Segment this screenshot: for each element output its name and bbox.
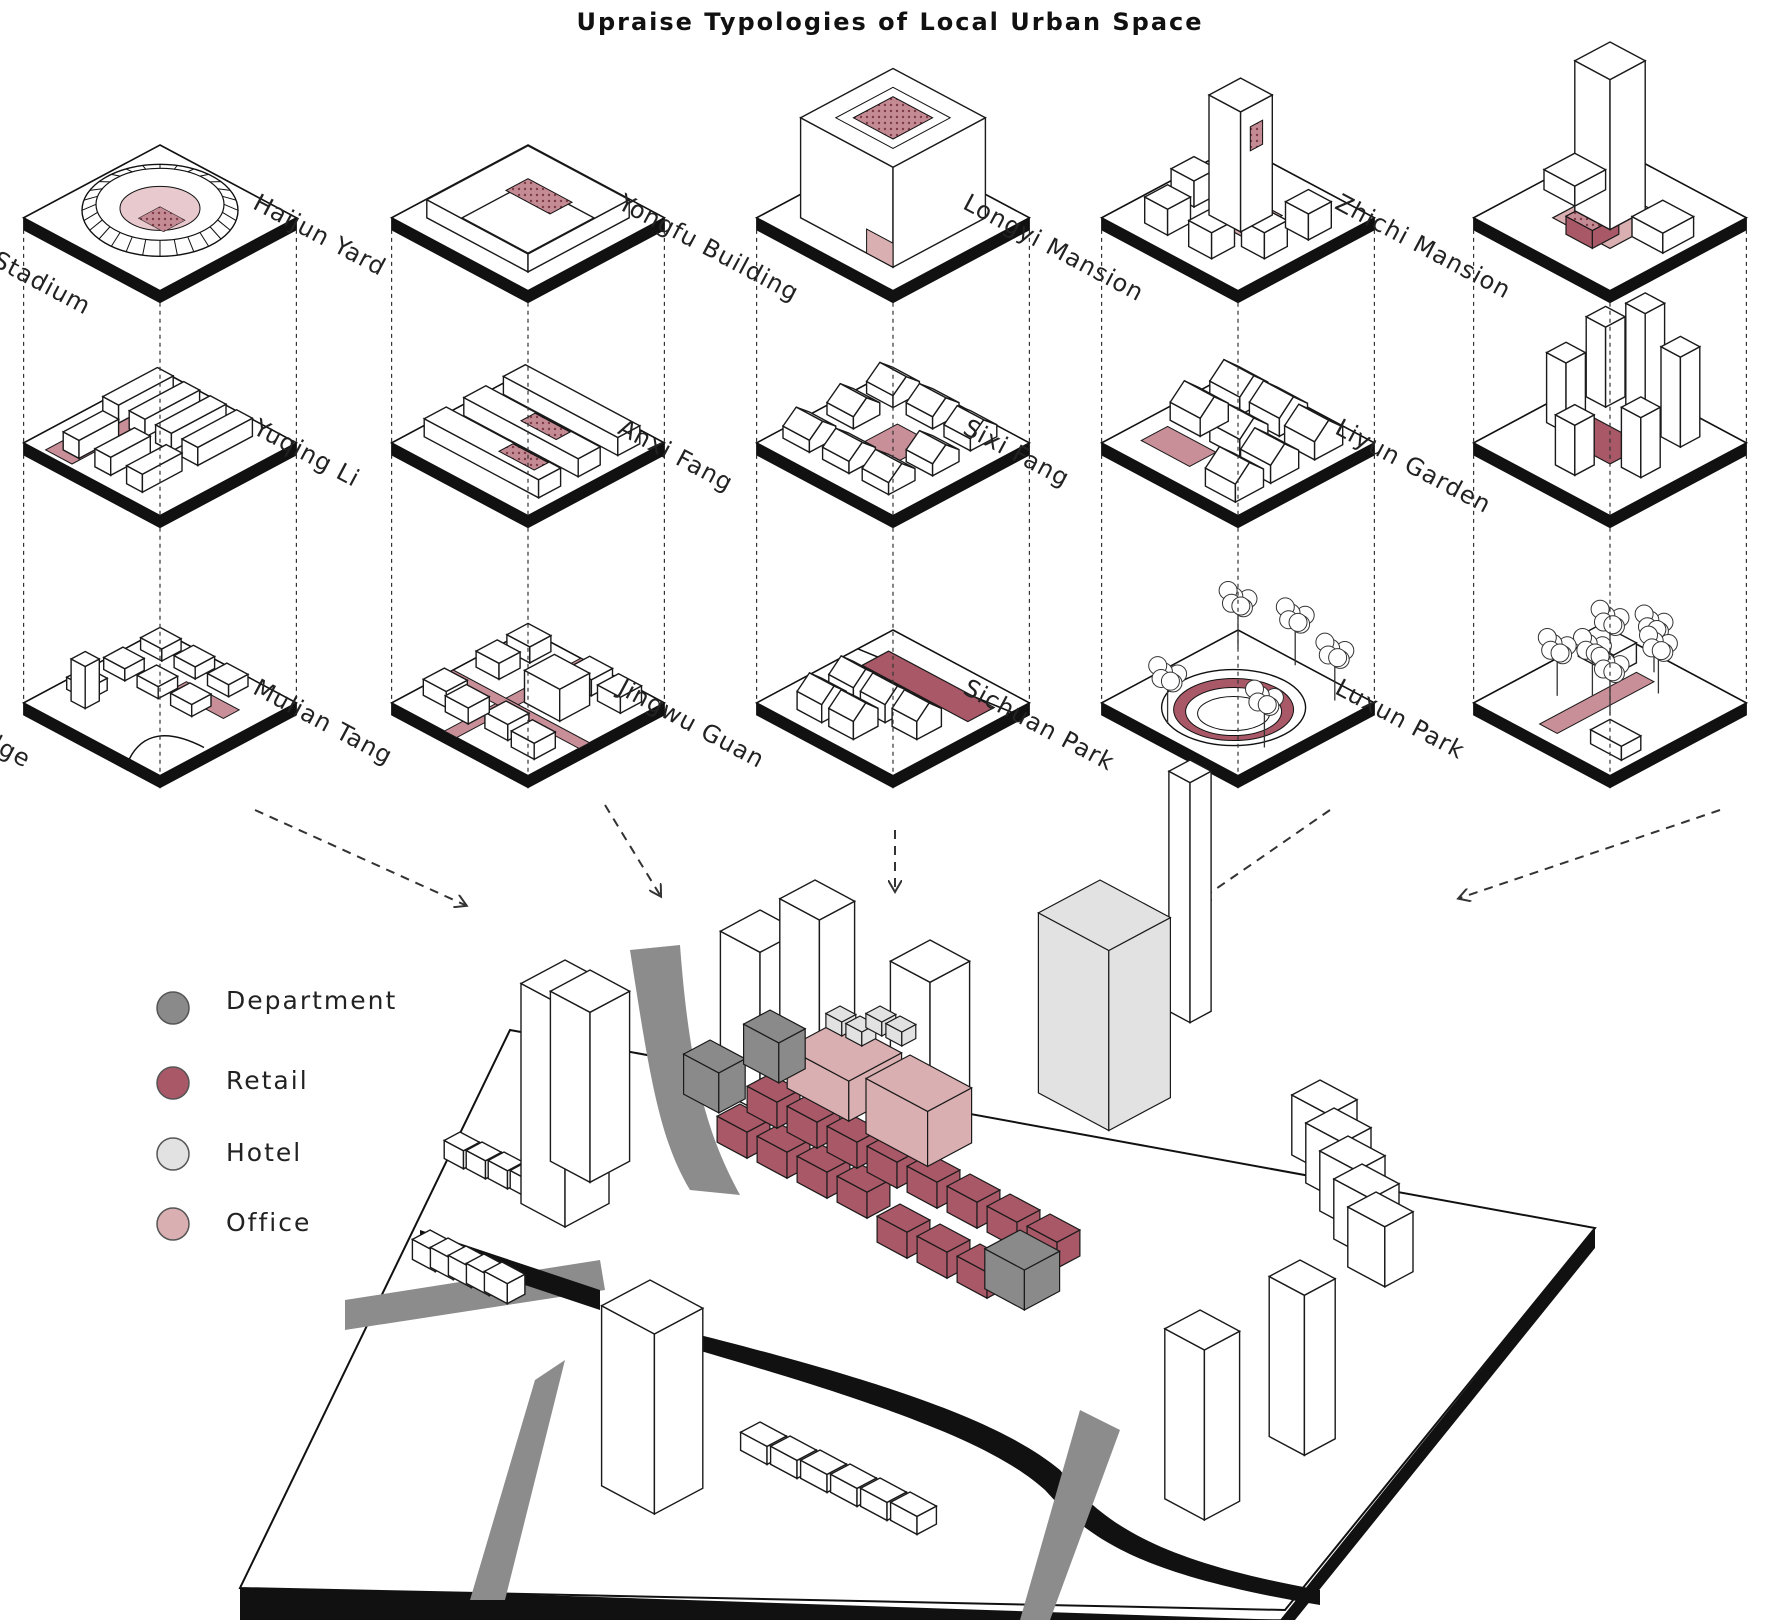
typology-block: Sixi Fang	[959, 360, 1375, 528]
typology-block: Longyi Mansion	[959, 78, 1375, 307]
tower	[550, 970, 629, 1182]
legend-swatch-hotel	[157, 1138, 189, 1170]
block-label: Zhichi Mansion	[1331, 188, 1516, 304]
typology-block: Dong Bridge	[0, 627, 296, 787]
legend-label-office: Office	[226, 1208, 311, 1237]
legend-label-retail: Retail	[226, 1066, 309, 1095]
legend-item-hotel: Hotel	[157, 1138, 302, 1170]
legend-swatch-office	[157, 1208, 189, 1240]
typology-blocks: Hongkou StadiumDean Li Dong Bridge Haijun …	[0, 42, 1746, 788]
tower	[602, 1280, 703, 1514]
site-model	[240, 760, 1595, 1620]
block-label: Dong Bridge	[0, 673, 36, 773]
tower	[1165, 1310, 1240, 1520]
legend-label-department: Department	[226, 986, 397, 1015]
typology-block: Yongfu Building	[613, 69, 1029, 308]
flow-arrow	[1200, 810, 1330, 900]
tower	[1621, 397, 1660, 478]
typology-block: Sichuan Park	[959, 581, 1375, 787]
legend-label-hotel: Hotel	[226, 1138, 302, 1167]
legend-item-office: Office	[157, 1208, 311, 1240]
legend-item-retail: Retail	[157, 1066, 309, 1099]
legend-swatch-retail	[157, 1067, 189, 1099]
block-label: Yongfu Building	[613, 188, 804, 307]
typology-block: Zhichi Mansion	[1331, 42, 1747, 305]
tower	[1269, 1260, 1335, 1455]
legend-swatch-department	[157, 992, 189, 1024]
zhichi-tower	[1575, 42, 1645, 230]
flow-arrow	[605, 805, 660, 895]
flow-arrows	[255, 805, 1720, 905]
legend-item-department: Department	[157, 986, 397, 1024]
legend: Department Retail Hotel Office	[157, 986, 397, 1240]
stadium-ring	[82, 164, 238, 256]
hotel-tower	[1038, 880, 1170, 1131]
tower	[71, 652, 99, 709]
typology-block: Yuqing Li	[248, 365, 664, 528]
block-label: Liyun Garden	[1331, 413, 1496, 519]
flow-arrow	[1460, 810, 1720, 898]
typology-block: Luxun Park	[1331, 600, 1747, 787]
flow-arrow	[255, 810, 465, 905]
typology-block: Liyun Garden	[1331, 293, 1747, 528]
typology-block: Dean Li	[0, 368, 296, 528]
typology-block: Anxi Fang	[614, 362, 1030, 527]
typology-block: Jingwu Guan	[612, 630, 1029, 788]
typology-block: Haijun Yard	[249, 145, 665, 303]
tower	[1586, 306, 1625, 407]
typology-block: Hongkou Stadium	[0, 145, 296, 320]
typology-column-4: Longyi MansionSixi FangSichuan Park	[959, 78, 1375, 788]
tower	[1661, 336, 1700, 447]
needle-tower	[1169, 760, 1211, 1023]
mid-building	[1348, 1192, 1413, 1287]
diagram-title: Upraise Typologies of Local Urban Space	[576, 8, 1203, 36]
tower	[1555, 405, 1594, 476]
longyi-tower	[1209, 78, 1272, 232]
typology-block: Mulian Tang	[249, 623, 665, 787]
